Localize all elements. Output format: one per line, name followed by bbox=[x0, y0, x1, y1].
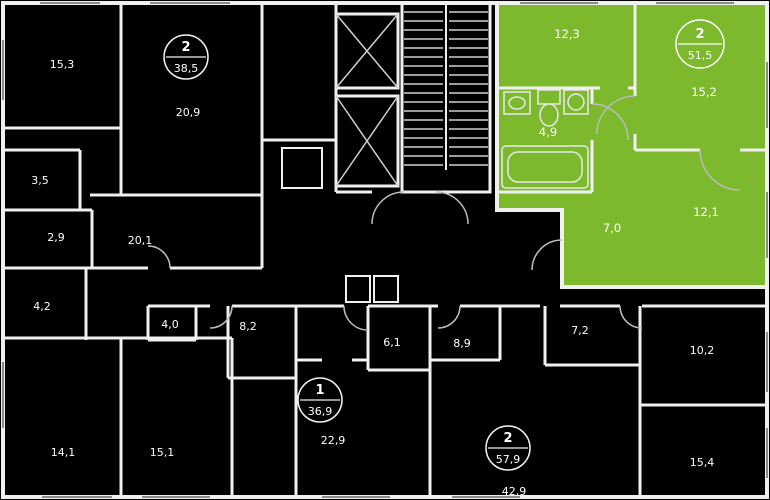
toilet-bowl-icon bbox=[539, 103, 559, 127]
badge-type-label: 2 bbox=[695, 27, 704, 42]
area-label-room-209: 20,9 bbox=[176, 106, 201, 119]
elevator-shafts bbox=[334, 12, 400, 188]
area-label-green-152: 15,2 bbox=[691, 85, 717, 99]
elevator-cross-icon bbox=[335, 95, 399, 187]
bathtub-inner-icon bbox=[507, 151, 583, 183]
staircase bbox=[400, 1, 492, 194]
area-label-room-141: 14,1 bbox=[51, 446, 76, 459]
stair-treads-left bbox=[404, 11, 443, 166]
area-label-room-201: 20,1 bbox=[128, 234, 153, 247]
door-swing-arcs bbox=[147, 95, 741, 331]
walls-left-block bbox=[3, 3, 338, 497]
bathtub-icon bbox=[501, 145, 589, 189]
area-label-green-70: 7,0 bbox=[603, 221, 621, 235]
area-label-balcony-29: 2,9 bbox=[47, 231, 65, 244]
area-label-topleft-room: 15,3 bbox=[50, 58, 75, 71]
area-label-balcony-35: 3,5 bbox=[31, 174, 49, 187]
apartment-badge-highlighted: 2 51,5 bbox=[675, 19, 725, 69]
sink-icon bbox=[503, 91, 531, 115]
sink-basin-icon bbox=[508, 96, 526, 110]
area-label-balcony-42: 4,2 bbox=[33, 300, 51, 313]
badge-type-label: 2 bbox=[503, 431, 512, 446]
apartment-badge-bottom-right: 2 57,9 bbox=[485, 425, 531, 471]
area-label-green-49: 4,9 bbox=[539, 125, 557, 139]
badge-total-label: 36,9 bbox=[308, 405, 333, 418]
area-label-room-72: 7,2 bbox=[571, 324, 589, 337]
badge-type-label: 2 bbox=[181, 40, 190, 55]
area-label-room-151: 15,1 bbox=[150, 446, 175, 459]
utility-shafts bbox=[281, 147, 399, 303]
area-label-green-121: 12,1 bbox=[693, 205, 719, 219]
area-label-room-102: 10,2 bbox=[690, 344, 715, 357]
badge-total-label: 51,5 bbox=[688, 49, 713, 62]
area-label-room-229: 22,9 bbox=[321, 434, 346, 447]
badge-type-label: 1 bbox=[315, 383, 324, 398]
apartment-badge-topleft: 2 38,5 bbox=[163, 34, 209, 80]
area-label-room-61: 6,1 bbox=[383, 336, 401, 349]
walls-highlighted-unit bbox=[497, 3, 767, 194]
elevator-cross-icon bbox=[335, 13, 399, 89]
highlighted-unit-labels: 12,3 4,9 7,0 12,1 15,2 bbox=[539, 27, 719, 235]
washer-drum-icon bbox=[567, 93, 585, 111]
washer-icon bbox=[563, 89, 589, 115]
badge-total-label: 38,5 bbox=[174, 62, 199, 75]
badge-total-label: 57,9 bbox=[496, 453, 521, 466]
area-label-room-82: 8,2 bbox=[239, 320, 257, 333]
apartment-badge-bottom-center: 1 36,9 bbox=[297, 377, 343, 423]
area-label-room-429: 42,9 bbox=[502, 485, 527, 498]
area-label-room-154: 15,4 bbox=[690, 456, 715, 469]
area-label-room-89: 8,9 bbox=[453, 337, 471, 350]
area-label-closet-40: 4,0 bbox=[161, 318, 179, 331]
bathroom-fixtures bbox=[501, 89, 589, 189]
walls-bottom-block bbox=[146, 306, 767, 497]
area-label-green-123: 12,3 bbox=[554, 27, 580, 41]
stair-treads-right bbox=[449, 11, 488, 166]
room-area-labels: 15,3 20,9 3,5 2,9 4,2 20,1 4,0 8,2 14,1 … bbox=[31, 58, 714, 498]
